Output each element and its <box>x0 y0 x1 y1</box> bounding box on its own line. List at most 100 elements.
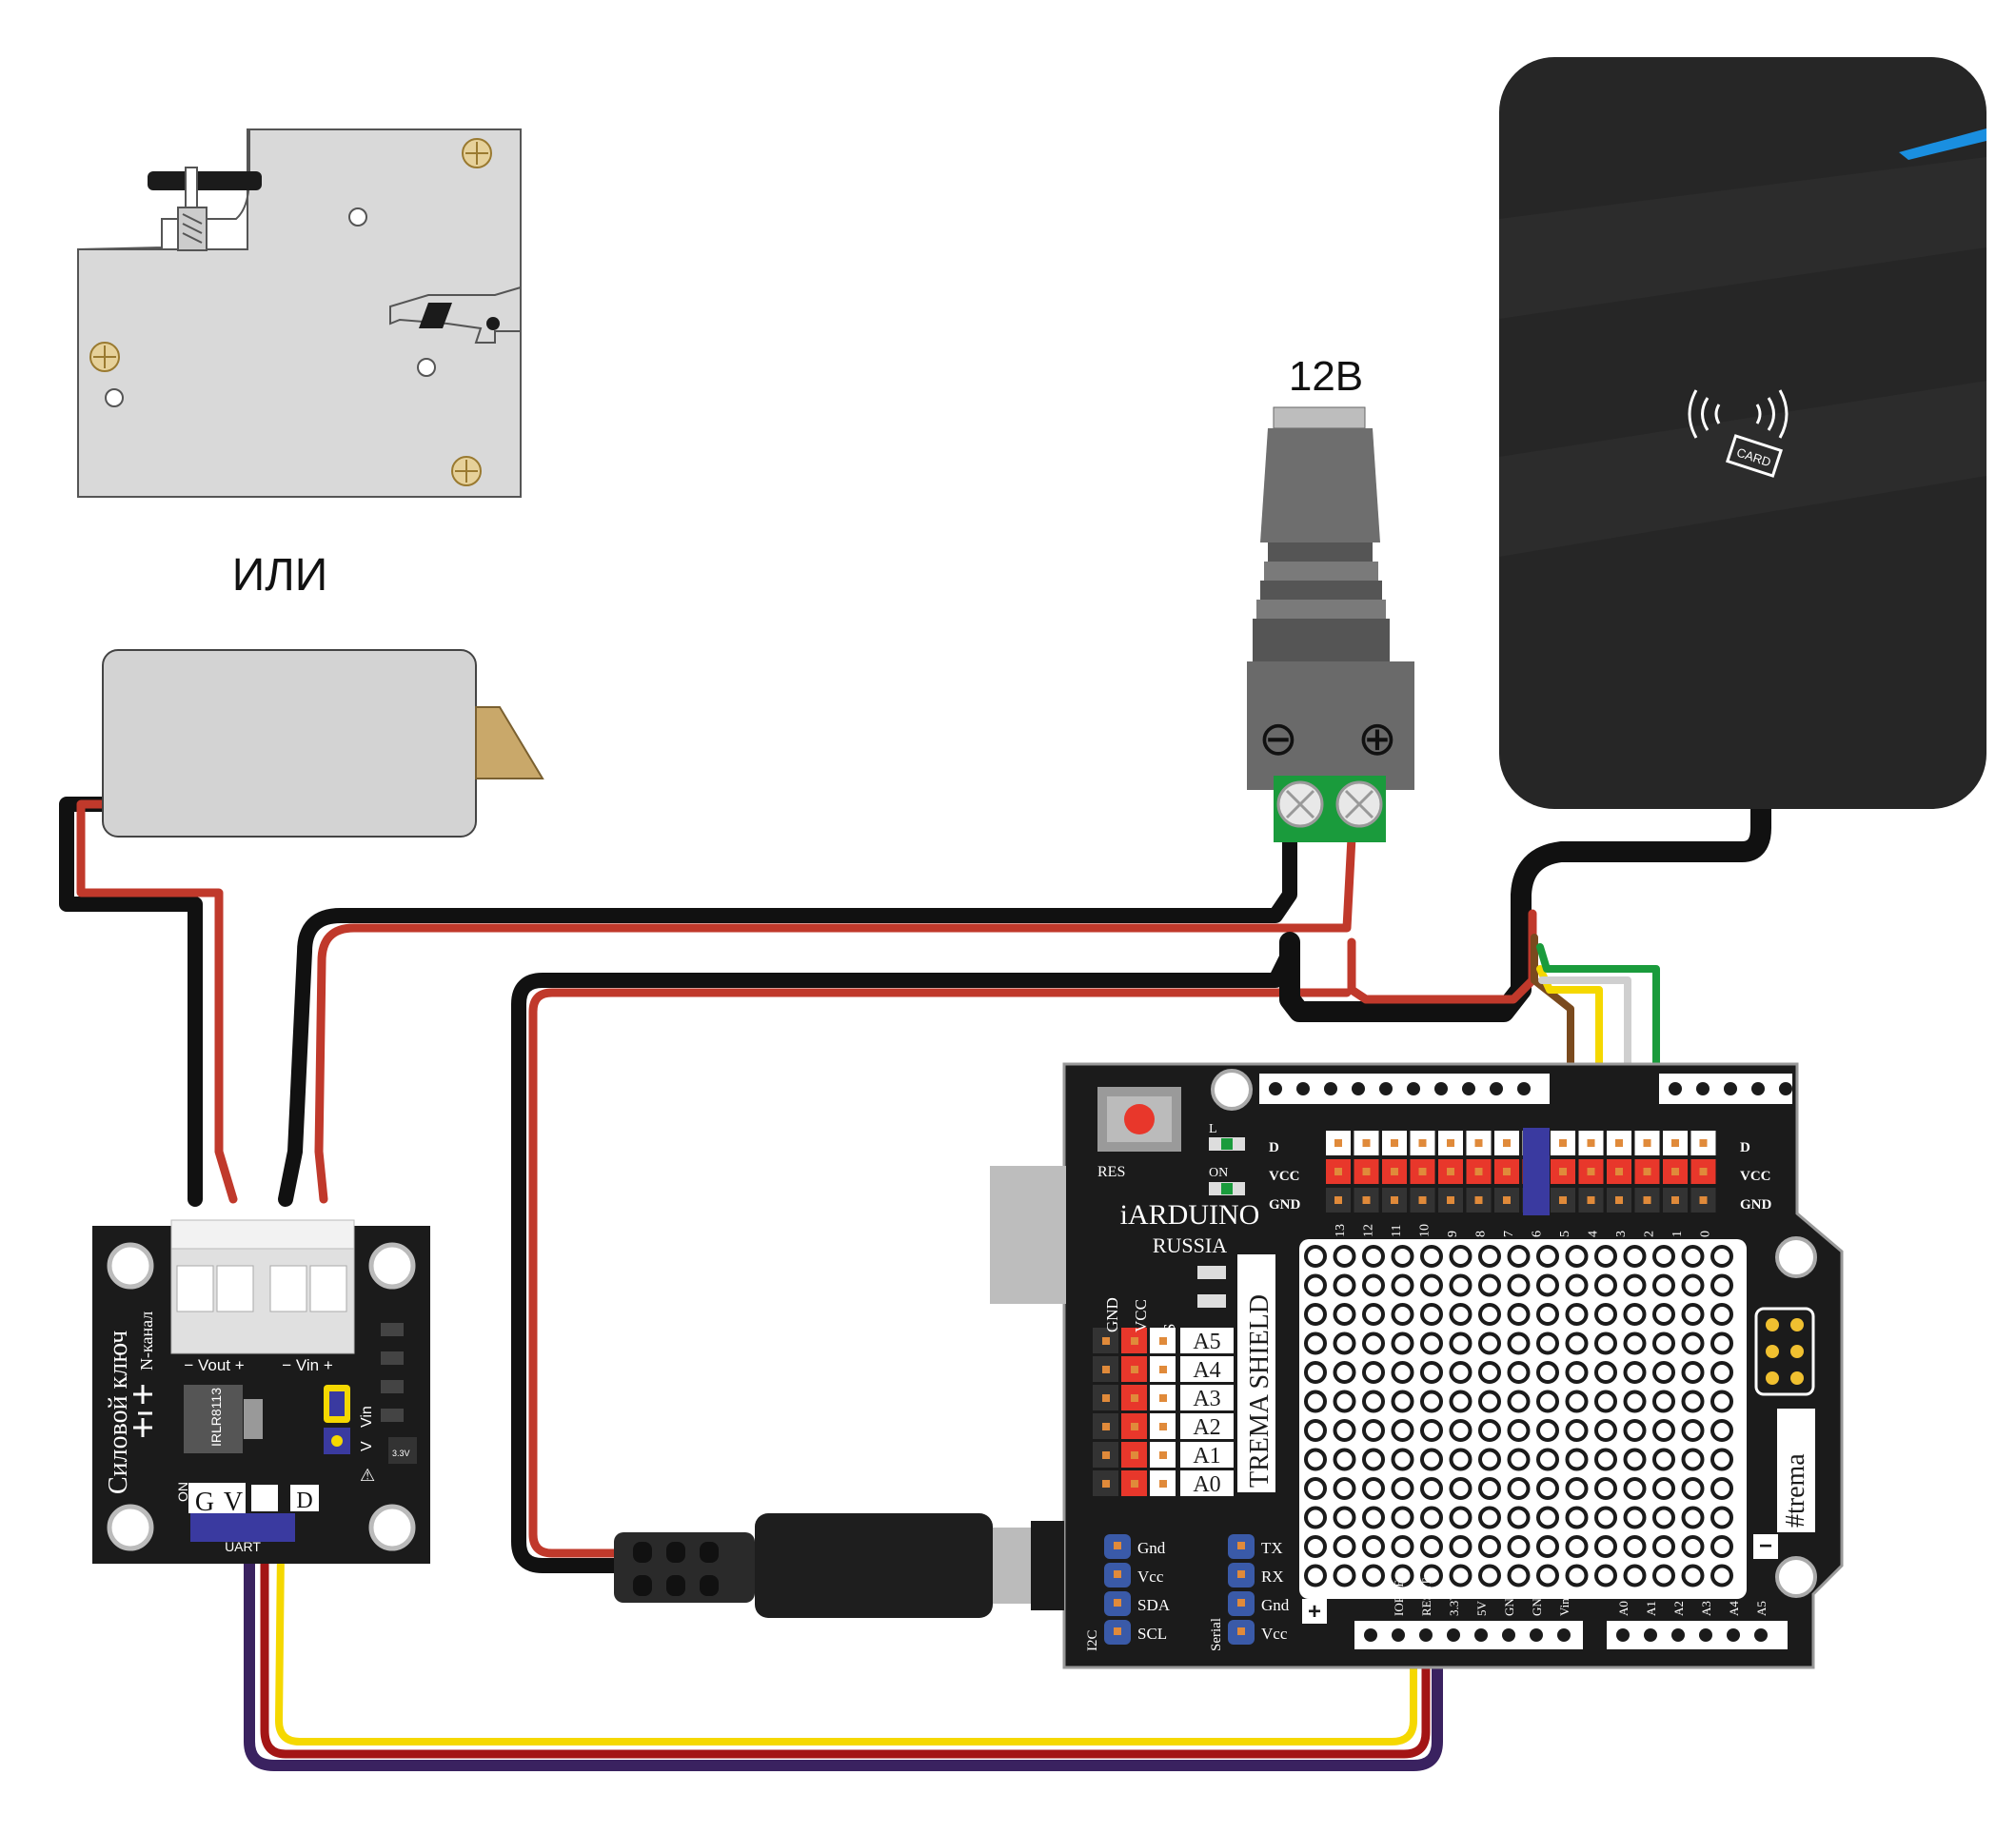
proto-hole <box>1507 1564 1531 1587</box>
header-hole <box>1324 1082 1337 1095</box>
digital-pin-label-8: 8 <box>1474 1231 1489 1237</box>
trema-pin-core <box>1391 1168 1398 1175</box>
proto-hole <box>1478 1477 1501 1500</box>
trema-tag: #trema <box>1781 1453 1810 1528</box>
proto-hole <box>1565 1273 1589 1297</box>
proto-hole <box>1623 1303 1647 1326</box>
warning-icon: ⚠ <box>360 1466 375 1485</box>
proto-hole <box>1507 1273 1531 1297</box>
proto-hole <box>1333 1245 1356 1268</box>
proto-hole <box>1449 1419 1472 1442</box>
proto-hole <box>1710 1419 1733 1442</box>
reset-button[interactable] <box>1124 1104 1155 1134</box>
analog-bottom-label-A4: A4 <box>1727 1601 1741 1616</box>
proto-hole <box>1507 1535 1531 1558</box>
analog-s-label: S <box>1160 1324 1178 1332</box>
prototyping-area <box>1304 1245 1733 1587</box>
proto-hole <box>1362 1564 1385 1587</box>
proto-hole <box>1710 1303 1733 1326</box>
header-hole <box>1407 1082 1420 1095</box>
icsp-header <box>1766 1318 1804 1385</box>
analog-label-A0: A0 <box>1193 1472 1220 1497</box>
proto-hole <box>1681 1506 1705 1529</box>
proto-hole <box>1594 1506 1617 1529</box>
proto-hole <box>1362 1361 1385 1384</box>
proto-hole <box>1536 1245 1559 1268</box>
vin-side-label: Vin <box>359 1406 375 1428</box>
rfid-reader: CARD <box>1499 57 1986 809</box>
v-side-label: V <box>359 1441 375 1451</box>
proto-hole <box>1304 1535 1327 1558</box>
proto-hole <box>1362 1448 1385 1471</box>
proto-hole <box>1681 1448 1705 1471</box>
trema-pin-core <box>1699 1196 1708 1204</box>
proto-hole <box>1594 1245 1617 1268</box>
proto-hole <box>1623 1506 1647 1529</box>
trema-pin-core <box>1447 1196 1454 1204</box>
proto-hole <box>1449 1448 1472 1471</box>
proto-hole <box>1420 1245 1443 1268</box>
uart-label: UART <box>225 1539 261 1554</box>
analog-label-bg <box>1180 1356 1234 1382</box>
analog-pin-core <box>1159 1337 1167 1345</box>
proto-hole <box>1565 1245 1589 1268</box>
proto-hole <box>1449 1331 1472 1355</box>
digital-pin-label-11: 11 <box>1390 1225 1404 1237</box>
trema-pin-core <box>1418 1168 1427 1175</box>
header-hole <box>1754 1628 1768 1642</box>
proto-hole <box>1304 1273 1327 1297</box>
plus-icon: ⊕ <box>1357 712 1397 765</box>
proto-hole <box>1420 1477 1443 1500</box>
analog-bottom-label-A2: A2 <box>1671 1601 1686 1616</box>
serial-label-Vcc: Vcc <box>1261 1625 1288 1643</box>
proto-hole <box>1304 1390 1327 1413</box>
analog-label-A3: A3 <box>1193 1387 1220 1411</box>
proto-hole <box>1594 1331 1617 1355</box>
proto-hole <box>1652 1477 1675 1500</box>
serial-pin-core <box>1237 1627 1245 1635</box>
proto-hole <box>1623 1564 1647 1587</box>
proto-hole <box>1565 1477 1589 1500</box>
proto-hole <box>1362 1303 1385 1326</box>
header-hole <box>1502 1628 1515 1642</box>
serial-pin-core <box>1237 1570 1245 1578</box>
trema-pin-core <box>1334 1168 1342 1175</box>
proto-hole <box>1449 1361 1472 1384</box>
proto-hole <box>1681 1419 1705 1442</box>
analog-pin-core <box>1131 1451 1138 1459</box>
trema-pin-core <box>1474 1196 1483 1204</box>
trema-pin-core <box>1503 1168 1511 1175</box>
proto-hole <box>1594 1390 1617 1413</box>
country-label: RUSSIA <box>1153 1233 1227 1257</box>
header-hole <box>1644 1628 1657 1642</box>
trema-pin-core <box>1362 1196 1371 1204</box>
proto-hole <box>1478 1273 1501 1297</box>
proto-hole <box>1536 1506 1559 1529</box>
serial-label-RX: RX <box>1261 1568 1284 1586</box>
proto-hole <box>1391 1419 1414 1442</box>
proto-hole <box>1536 1564 1559 1587</box>
proto-hole <box>1420 1448 1443 1471</box>
servo-connector <box>1523 1128 1550 1215</box>
row-gnd-right: GND <box>1740 1197 1772 1213</box>
trema-pin-core <box>1615 1168 1623 1175</box>
proto-hole <box>1391 1303 1414 1326</box>
analog-pin-core <box>1131 1337 1138 1345</box>
header-hole <box>1557 1628 1571 1642</box>
proto-hole <box>1304 1419 1327 1442</box>
trema-pin-rows <box>1326 1128 1716 1215</box>
proto-hole <box>1304 1331 1327 1355</box>
proto-hole <box>1304 1448 1327 1471</box>
proto-hole <box>1594 1303 1617 1326</box>
analog-pin-core <box>1102 1480 1110 1488</box>
minus-icon: ⊖ <box>1258 712 1298 765</box>
l-led-label: L <box>1209 1122 1217 1136</box>
proto-hole <box>1333 1361 1356 1384</box>
proto-hole <box>1507 1303 1531 1326</box>
proto-hole <box>1478 1535 1501 1558</box>
v33-label: 3.3V <box>392 1449 410 1458</box>
header-hole <box>1517 1082 1531 1095</box>
digital-pin-label-1: 1 <box>1670 1231 1685 1237</box>
